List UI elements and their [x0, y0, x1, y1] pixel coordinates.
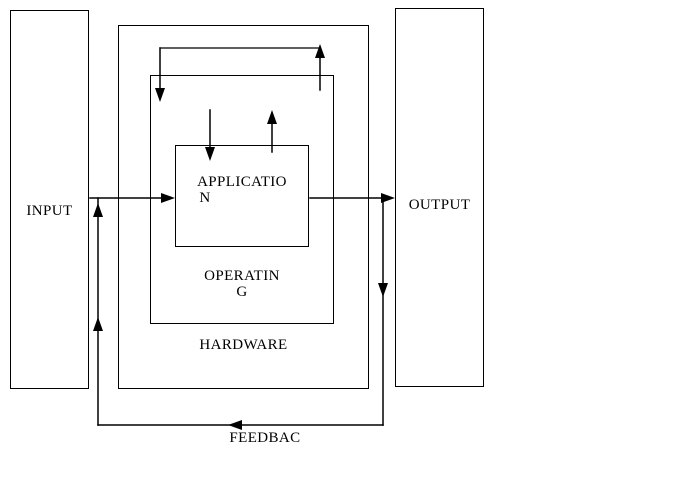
application-to-output-arrowhead — [381, 193, 395, 203]
input-label: INPUT — [26, 203, 73, 219]
output-label: OUTPUT — [408, 197, 471, 213]
feedback-left-arrowhead — [228, 420, 242, 430]
hardware-label: HARDWARE — [199, 337, 288, 353]
operating-box — [150, 75, 334, 324]
feedback-up-arrowhead-mid — [93, 317, 103, 331]
application-box — [175, 145, 309, 247]
operating-label-line2: G — [236, 284, 248, 300]
feedback-down-arrowhead — [378, 283, 388, 297]
hardware-box — [118, 25, 369, 389]
application-label-line1: APPLICATIO — [197, 174, 287, 190]
feedback-up-arrowhead-top — [93, 203, 103, 217]
application-label-line2: N — [199, 190, 211, 206]
operating-label-line1: OPERATIN — [204, 268, 280, 284]
input-box — [10, 10, 89, 389]
feedback-label: FEEDBAC — [229, 430, 301, 446]
output-box — [395, 8, 484, 387]
